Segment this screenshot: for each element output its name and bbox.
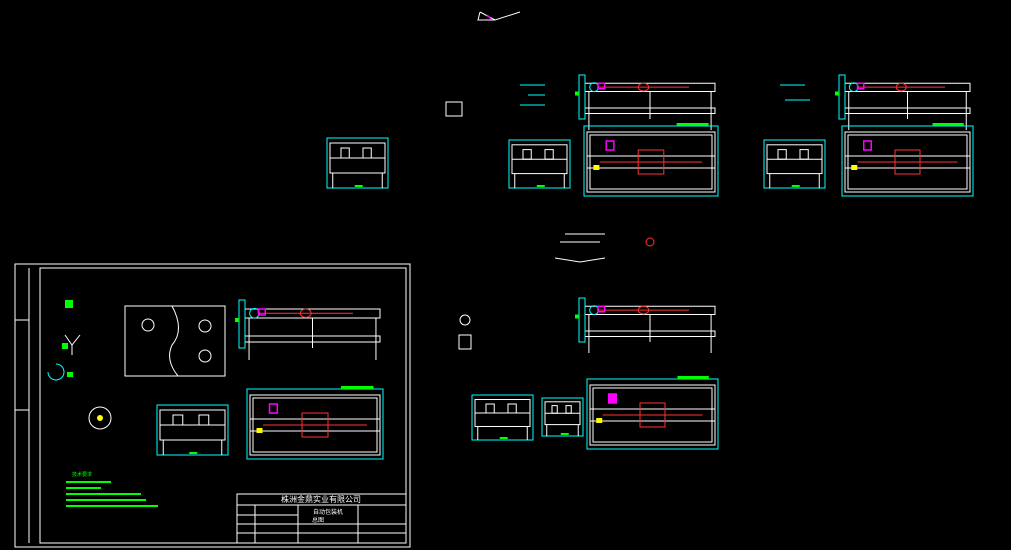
side-view-1 (575, 74, 716, 130)
side-view-2 (835, 74, 971, 130)
svg-text:技术要求: 技术要求 (72, 471, 92, 478)
end-view-3 (326, 137, 389, 189)
end-view-1 (508, 139, 571, 189)
end-view-2 (763, 139, 826, 189)
drawing-subname: 总图 (312, 516, 324, 524)
company-name: 株洲金鼎实业有限公司 (281, 494, 361, 504)
end-view-5 (541, 397, 584, 437)
plan-view-2 (841, 123, 974, 197)
side-view-3 (575, 297, 716, 353)
end-view-main (156, 404, 229, 456)
tech-notes: 技术要求 (66, 471, 158, 507)
drawing-sheet (14, 263, 411, 548)
plan-view-3 (586, 376, 719, 450)
title-block: 株洲金鼎实业有限公司 自动包装机 总图 (236, 493, 407, 544)
detail-part-drawing (47, 11, 810, 430)
plan-view-main (246, 386, 384, 460)
drawing-name: 自动包装机 (313, 508, 343, 516)
plan-view-1 (583, 123, 719, 197)
side-view-main (235, 299, 381, 360)
end-view-4 (471, 394, 534, 441)
